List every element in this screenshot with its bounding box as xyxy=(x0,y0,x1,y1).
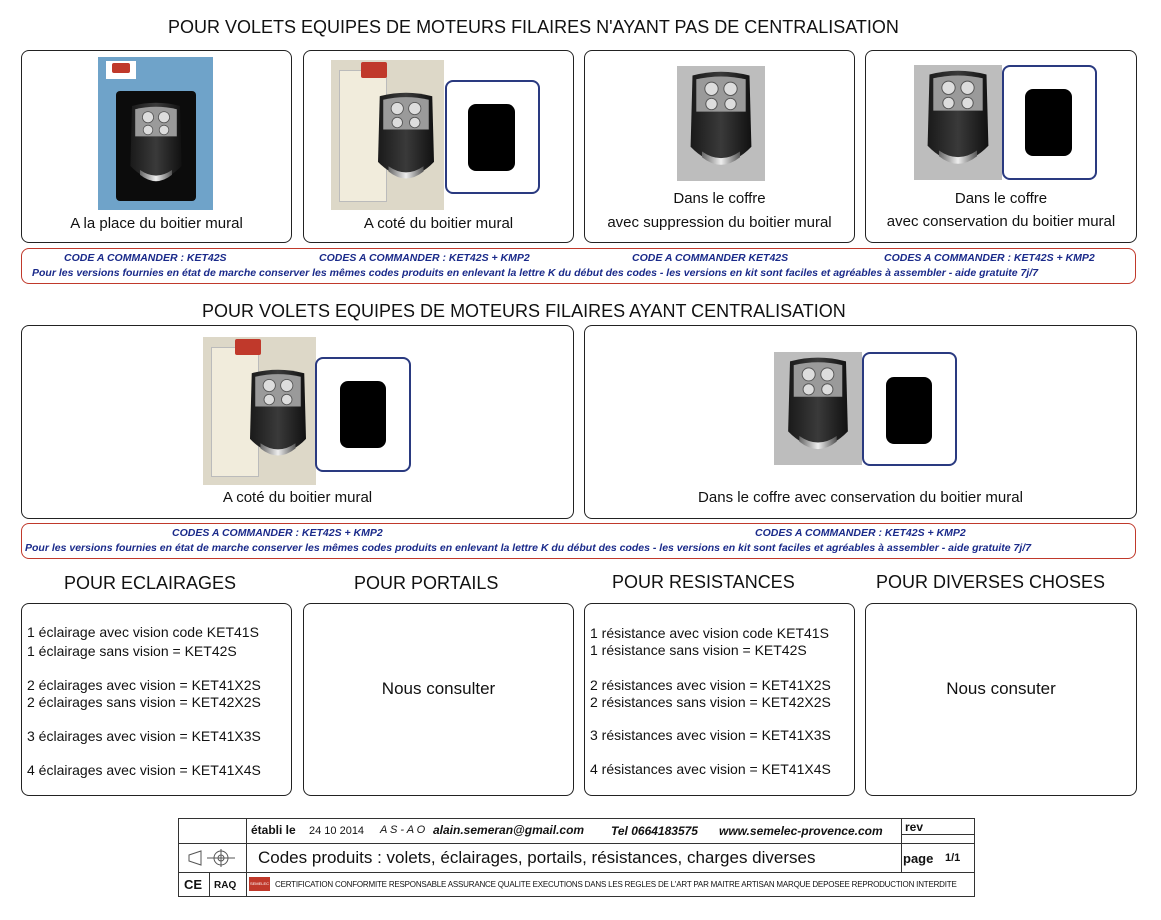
document-title: Codes produits : volets, éclairages, por… xyxy=(258,848,816,867)
ce-mark-icon: CE xyxy=(184,877,203,892)
list-item: 3 résistances avec vision = KET41X3S xyxy=(590,727,831,743)
resistances-card: 1 résistance avec vision code KET41S 1 r… xyxy=(584,603,855,796)
email-link[interactable]: alain.semeran@gmail.com xyxy=(433,823,585,837)
remote-fob-icon xyxy=(920,65,996,179)
page-label: page xyxy=(903,851,934,866)
semelec-logo-icon xyxy=(235,339,261,355)
list-item: 4 éclairages avec vision = KET41X4S xyxy=(27,762,261,778)
rev-label: rev xyxy=(905,820,924,834)
card-wall-replacement: A la place du boitier mural xyxy=(21,50,292,243)
projection-symbol-icon xyxy=(188,849,235,867)
card-in-box-suppression: Dans le coffre avec suppression du boiti… xyxy=(584,50,855,243)
order-code: CODE A COMMANDER KET42S xyxy=(632,252,789,264)
receiver-module-icon xyxy=(1002,65,1097,180)
contact-us-text: Nous consuter xyxy=(946,679,1056,698)
remote-photo xyxy=(677,66,765,181)
card-caption: Dans le coffre avec conservation du boit… xyxy=(698,489,1023,506)
list-item: 2 résistances sans vision = KET42X2S xyxy=(590,694,831,710)
semelec-logo-icon: SEMELEC xyxy=(249,877,270,891)
card-caption: A coté du boitier mural xyxy=(363,215,514,232)
contact-us-text: Nous consulter xyxy=(381,679,496,698)
remote-photo xyxy=(914,65,1002,180)
card-caption-line2: avec conservation du boitier mural xyxy=(886,213,1116,230)
order-code: CODES A COMMANDER : KET42S + KMP2 xyxy=(755,527,966,539)
remote-fob-icon xyxy=(243,353,313,481)
raq-mark: RAQ xyxy=(214,880,237,891)
list-item: 2 résistances avec vision = KET41X2S xyxy=(590,677,831,693)
order-code: CODE A COMMANDER : KET42S xyxy=(64,252,227,264)
section2-title: POUR VOLETS EQUIPES DE MOTEURS FILAIRES … xyxy=(202,301,846,321)
list-item: 1 résistance sans vision = KET42S xyxy=(590,642,807,658)
diverses-title: POUR DIVERSES CHOSES xyxy=(876,572,1106,592)
order-code: CODES A COMMANDER : KET42S + KMP2 xyxy=(319,252,530,264)
section1-title: POUR VOLETS EQUIPES DE MOTEURS FILAIRES … xyxy=(168,17,899,37)
remote-fob-icon xyxy=(124,97,188,195)
card-caption: A la place du boitier mural xyxy=(70,215,243,232)
codes-bar-section2: CODES A COMMANDER : KET42S + KMP2 CODES … xyxy=(21,523,1136,559)
codes-bar-section1: CODE A COMMANDER : KET42S CODES A COMMAN… xyxy=(21,248,1136,284)
page-number: 1/1 xyxy=(945,852,961,864)
receiver-module-icon xyxy=(862,352,957,466)
order-code: CODES A COMMANDER : KET42S + KMP2 xyxy=(172,527,383,539)
list-item: 1 éclairage sans vision = KET42S xyxy=(27,643,237,659)
card-central-beside-wall: A coté du boitier mural xyxy=(21,325,574,519)
title-block: établi le 24 10 2014 A S - A O alain.sem… xyxy=(178,818,975,897)
date: 24 10 2014 xyxy=(309,825,365,837)
card-central-in-box: Dans le coffre avec conservation du boit… xyxy=(584,325,1137,519)
eclairages-title: POUR ECLAIRAGES xyxy=(64,573,237,593)
remote-fob-icon xyxy=(780,352,856,464)
remote-fob-icon xyxy=(371,76,441,204)
receiver-module-icon xyxy=(445,80,540,194)
semelec-logo-icon xyxy=(106,61,136,79)
remote-photo xyxy=(331,60,444,210)
card-caption-line1: Dans le coffre xyxy=(954,190,1048,207)
order-code: CODES A COMMANDER : KET42S + KMP2 xyxy=(884,252,1095,264)
portails-title: POUR PORTAILS xyxy=(354,573,499,593)
diverses-card: Nous consuter xyxy=(865,603,1137,796)
receiver-module-icon xyxy=(315,357,411,472)
card-caption: A coté du boitier mural xyxy=(222,489,373,506)
eclairages-card: 1 éclairage avec vision code KET41S 1 éc… xyxy=(21,603,292,796)
remote-photo xyxy=(203,337,316,485)
phone: Tel 0664183575 xyxy=(611,824,698,838)
card-beside-wall: A coté du boitier mural xyxy=(303,50,574,243)
list-item: 2 éclairages avec vision = KET41X2S xyxy=(27,677,261,693)
codes-note: Pour les versions fournies en état de ma… xyxy=(25,542,1032,554)
remote-photo xyxy=(98,57,213,210)
card-in-box-conservation: Dans le coffre avec conservation du boit… xyxy=(865,50,1137,243)
card-caption-line2: avec suppression du boitier mural xyxy=(607,214,832,231)
website-link[interactable]: www.semelec-provence.com xyxy=(719,824,883,838)
list-item: 2 éclairages sans vision = KET42X2S xyxy=(27,694,261,710)
etabli-label: établi le xyxy=(251,823,296,837)
certification-text: CERTIFICATION CONFORMITE RESPONSABLE ASS… xyxy=(275,880,957,889)
remote-photo xyxy=(774,352,862,465)
semelec-logo-icon xyxy=(361,62,387,78)
list-item: 1 éclairage avec vision code KET41S xyxy=(27,624,259,640)
portails-card: Nous consulter xyxy=(303,603,574,796)
card-caption-line1: Dans le coffre xyxy=(673,190,766,207)
list-item: 1 résistance avec vision code KET41S xyxy=(590,625,829,641)
codes-note: Pour les versions fournies en état de ma… xyxy=(32,267,1039,279)
resistances-title: POUR RESISTANCES xyxy=(612,572,795,592)
author: A S - A O xyxy=(380,824,426,836)
remote-fob-icon xyxy=(683,66,759,180)
list-item: 4 résistances avec vision = KET41X4S xyxy=(590,761,831,777)
list-item: 3 éclairages avec vision = KET41X3S xyxy=(27,728,261,744)
